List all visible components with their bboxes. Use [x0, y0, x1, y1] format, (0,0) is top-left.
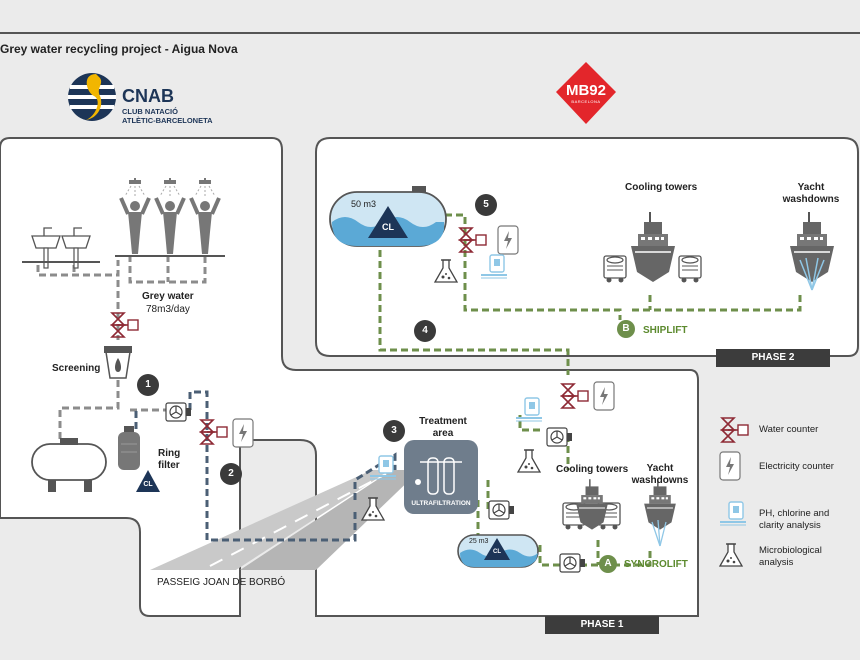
phase2-cooling-towers-label: Cooling towers: [625, 182, 698, 193]
tank-big-chlorine: CL: [382, 222, 394, 232]
cnab-logo-line1: CLUB NATACIÓ: [122, 107, 178, 116]
chlorine-marker-icon: [136, 470, 160, 492]
mb92-logo-icon: [556, 62, 616, 124]
mb92-logo-sub: BARCELONA: [571, 99, 601, 104]
street-label: PASSEIG JOAN DE BORBÓ: [157, 577, 286, 588]
legend-electricity-counter-icon: [719, 451, 741, 481]
step-marker-5: 5: [475, 194, 497, 216]
legend-micro-1: Microbiological: [759, 545, 822, 556]
shiplift-label: SHIPLIFT: [643, 325, 688, 336]
ultrafiltration-label: ULTRAFILTRATION: [411, 500, 471, 507]
tank-small-chlorine: CL: [493, 549, 501, 555]
cnab-logo-name: CNAB: [122, 86, 174, 106]
legend-analysis-1: PH, chlorine and: [759, 508, 830, 519]
treatment-area-label-2: area: [432, 428, 454, 439]
tank-big-volume: 50 m3: [351, 199, 377, 209]
phase1-region: [0, 137, 699, 617]
cnab-logo-line2: ATLÈTIC-BARCELONETA: [122, 116, 213, 125]
page-title: Grey water recycling project - Aigua Nov…: [0, 42, 238, 56]
legend-micro-2: analysis: [759, 557, 794, 568]
step-marker-4: 4: [414, 320, 436, 342]
legend-electricity-counter: Electricity counter: [759, 461, 834, 472]
screening-icon: [104, 346, 132, 379]
phase2-region: [315, 137, 859, 357]
tank-small-volume: 25 m3: [469, 538, 489, 545]
legend-analysis-probe-icon: [719, 501, 747, 526]
ring-filter-icon: [118, 426, 140, 470]
ring-filter-label-1: Ring: [158, 448, 181, 459]
step-marker-2: 2: [220, 463, 242, 485]
phase2-label: PHASE 2: [716, 349, 830, 367]
shiplift-badge: B: [617, 320, 635, 338]
storage-tank-icon: [31, 438, 107, 492]
sinks-icon: [22, 227, 100, 269]
legend-water-counter-icon: [721, 417, 749, 443]
legend-flask-icon: [719, 543, 743, 567]
tank-25m3-icon: [457, 534, 539, 568]
cooling-tower-icon: [678, 255, 702, 284]
phase2-yacht-label-2: washdowns: [782, 194, 840, 205]
step-marker-3: 3: [383, 420, 405, 442]
cnab-logo-icon: [68, 73, 116, 121]
tank-50m3-icon: [329, 186, 447, 247]
grey-water-flow: 78m3/day: [146, 304, 190, 315]
electricity-counter-icon: [232, 418, 254, 448]
legend-analysis-2: clarity analysis: [759, 520, 821, 531]
phase2-yacht-label-1: Yacht: [797, 182, 825, 193]
legend-water-counter: Water counter: [759, 424, 819, 435]
syncrolift-badge: A: [599, 555, 617, 573]
grey-water-label: Grey water: [142, 291, 194, 302]
phase1-cooling-towers-label: Cooling towers: [556, 464, 629, 475]
phase1-label: PHASE 1: [545, 616, 659, 634]
electricity-counter-icon: [593, 381, 615, 411]
treatment-area-label-1: Treatment: [419, 416, 467, 427]
washdown-spray-icon: [651, 519, 667, 547]
ultrafiltration-unit-icon: [404, 440, 478, 514]
phase1-yacht-label-2: washdowns: [631, 475, 689, 486]
cooling-tower-icon: [603, 255, 627, 284]
chlorine-label: CL: [143, 481, 153, 488]
street-road: [150, 470, 420, 570]
step-marker-1: 1: [137, 374, 159, 396]
electricity-counter-icon: [497, 225, 519, 255]
phase1-yacht-label-1: Yacht: [646, 463, 674, 474]
mb92-logo-name: MB92: [565, 82, 606, 99]
washdown-spray-icon: [799, 257, 825, 291]
syncrolift-label: SYNCROLIFT: [624, 559, 688, 570]
screening-label: Screening: [52, 363, 101, 374]
showers-icon: [115, 176, 225, 257]
ring-filter-label-2: filter: [158, 460, 180, 471]
